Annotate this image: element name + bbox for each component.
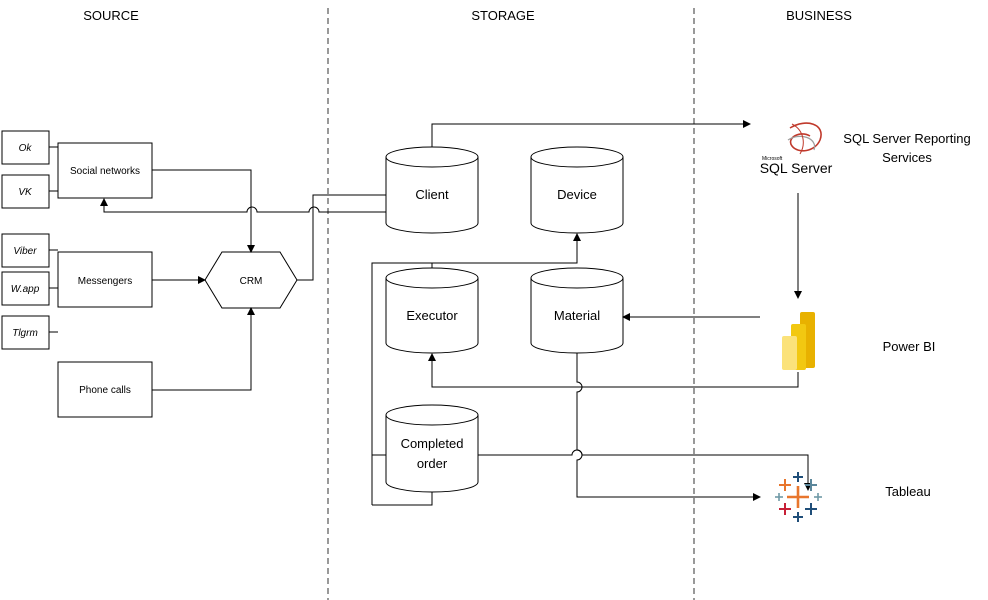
ssrs-label-1: SQL Server Reporting [843,131,970,146]
db-material: Material [530,267,624,354]
channel-tlgrm-label: Tlgrm [12,328,38,339]
db-client-label: Client [415,187,449,202]
db-executor-label: Executor [406,308,458,323]
db-device: Device [530,146,624,234]
channel-wapp-label: W.app [11,284,40,295]
crm-label: CRM [240,276,263,287]
messengers-label: Messengers [78,276,132,287]
tableau-icon [775,472,822,522]
channel-vk: VK [1,174,50,209]
sql-server-logo-small: Microsoft [762,156,783,162]
edge-phone-to-crm [152,307,255,391]
header-business: BUSINESS [786,8,852,23]
edge-completed-loop [372,492,433,506]
edge-social-to-crm [152,169,255,253]
db-device-label: Device [557,187,597,202]
db-executor: Executor [385,267,479,354]
sql-server-logo: Microsoft SQL Server [760,122,833,176]
source-messengers: Messengers [57,251,153,308]
edge-completed-to-tableau [478,449,812,491]
db-material-label: Material [554,308,600,323]
channel-ok: Ok [1,130,50,165]
powerbi-label: Power BI [883,339,936,354]
source-social-networks: Social networks [57,142,153,199]
db-completed-order: Completed order [385,404,479,493]
power-bi-icon [782,312,815,370]
edge-to-device [371,233,581,505]
channel-viber-label: Viber [13,246,37,257]
edge-crm-to-client [297,194,386,281]
channel-wapp: W.app [1,271,50,306]
channel-tlgrm: Tlgrm [1,315,50,350]
crm-node: CRM [204,251,298,309]
header-storage: STORAGE [471,8,535,23]
channel-viber: Viber [1,233,50,268]
edge-material-to-tableau [576,353,761,501]
edge-client-to-ssrs [431,120,751,147]
ssrs-label-2: Services [882,150,932,165]
source-phone-calls: Phone calls [57,361,153,418]
social-networks-label: Social networks [70,166,140,177]
db-client: Client [385,146,479,234]
edge-client-to-social [100,198,386,213]
channel-ok-label: Ok [19,143,33,154]
db-completed-label-2: order [417,456,448,471]
edge-powerbi-to-executor [428,353,799,388]
db-completed-label-1: Completed [401,436,464,451]
channel-vk-label: VK [18,187,33,198]
phone-calls-label: Phone calls [79,385,131,396]
sql-server-logo-text: SQL Server [760,160,833,176]
tableau-label: Tableau [885,484,931,499]
header-source: SOURCE [83,8,139,23]
